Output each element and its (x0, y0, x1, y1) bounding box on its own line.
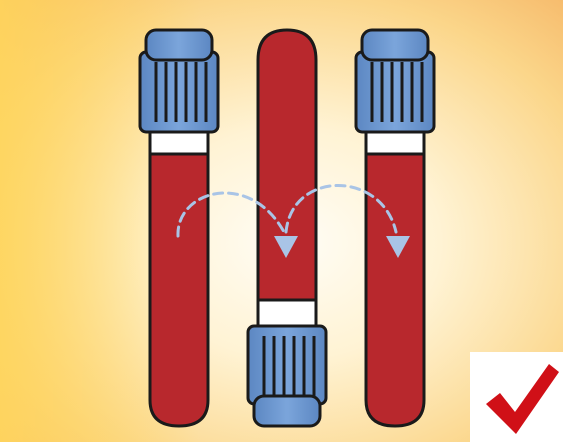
tube-cap-left (140, 30, 218, 132)
checkmark-badge (470, 352, 563, 442)
tube-cap-right (356, 30, 434, 132)
tube-label-middle (258, 300, 316, 328)
tube-cap-middle (248, 326, 326, 426)
